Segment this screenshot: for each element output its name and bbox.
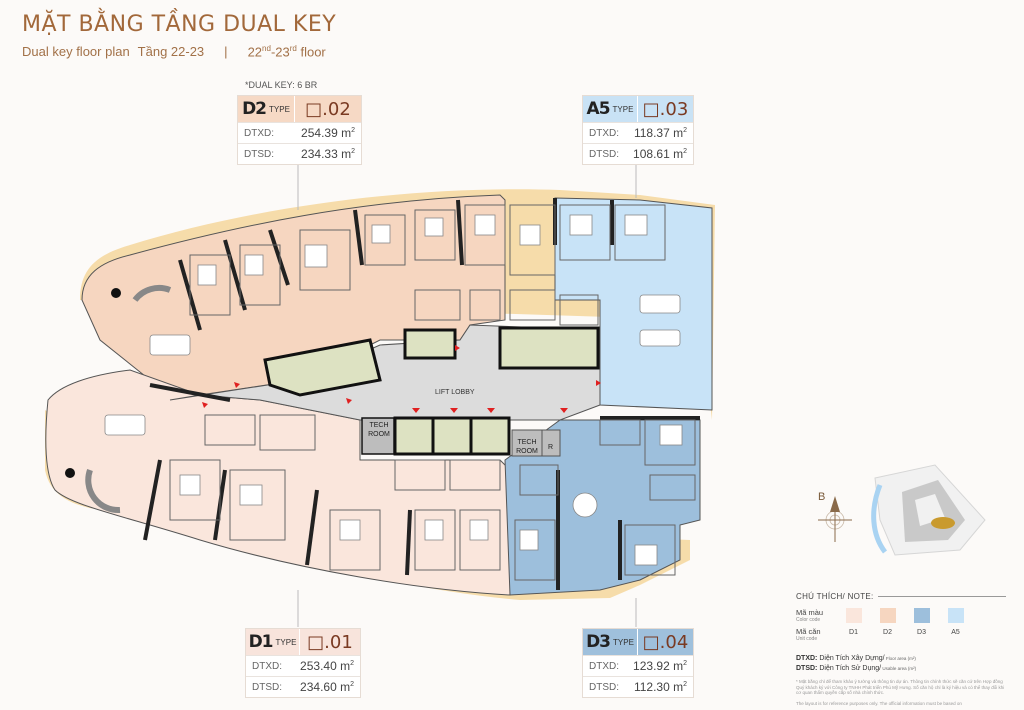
unit-dtsd-row: DTSD:112.30 m2: [583, 676, 693, 697]
legend-disclaimer-vn: * Mặt bằng chỉ để tham khảo ý tưởng và t…: [796, 679, 1005, 695]
legend-swatches: D1 D2 D3 A5: [841, 608, 968, 646]
subtitle-floor-en: 22nd-23rd floor: [247, 44, 326, 60]
unit-code: A5: [586, 99, 611, 119]
unit-type-label: TYPE: [613, 637, 634, 647]
subtitle-floor-vn: Tầng 22-23: [137, 44, 205, 59]
lift-car-2: [431, 416, 473, 456]
key-plan-highlight: [931, 517, 955, 529]
stair-core-left: [263, 338, 382, 397]
page-title: MẶT BẰNG TẦNG DUAL KEY: [22, 12, 337, 37]
unit-number: □.01: [300, 629, 360, 655]
lift-car-3: [469, 416, 511, 456]
unit-number: □.03: [638, 96, 693, 122]
site-key-plan: [871, 464, 986, 556]
unit-dtsd-row: DTSD:234.60 m2: [246, 676, 360, 697]
unit-dtxd-row: DTXD:254.39 m2: [238, 122, 361, 143]
legend-swatch-d1: D1: [841, 608, 866, 646]
unit-dtxd-row: DTXD:118.37 m2: [583, 122, 693, 143]
column-marker-1: [111, 288, 121, 298]
entrance-arrows: [202, 345, 601, 413]
unit-dtxd-row: DTXD:253.40 m2: [246, 655, 360, 676]
unit-code: D3: [586, 632, 611, 652]
unit-number: □.04: [638, 629, 693, 655]
room-outlines: [169, 204, 696, 581]
furniture-living: [85, 284, 681, 518]
unit-type-label: TYPE: [612, 104, 634, 114]
unit-dtsd-row: DTSD:108.61 m2: [583, 143, 693, 164]
legend-definitions: DTXD: Diện Tích Xây Dựng/ Floor area (m²…: [796, 655, 917, 672]
legend-disclaimer-en: The layout is for reference purposes onl…: [796, 700, 962, 706]
column-marker-2: [65, 468, 75, 478]
compass-north-icon: [818, 496, 852, 542]
refuse-room-area: [541, 429, 561, 457]
stair-core-right: [498, 326, 600, 370]
tech-room-2-area: [511, 429, 543, 457]
subtitle-en: Dual key floor plan: [22, 44, 130, 59]
unit-number: □.02: [295, 96, 361, 122]
compass-label: B: [818, 491, 826, 503]
refuse-room-label: R: [548, 444, 554, 451]
unit-code: D1: [248, 632, 274, 652]
dual-key-note: *DUAL KEY: 6 BR: [245, 80, 318, 90]
unit-type-label: TYPE: [275, 637, 297, 647]
page-subtitle: Dual key floor plan Tầng 22-23 | 22nd-23…: [22, 44, 326, 59]
lift-lobby-label: LIFT LOBBY: [435, 389, 475, 396]
unit-d1-area: [45, 369, 511, 596]
unit-code: D2: [242, 99, 267, 119]
lift-lobby-area: [169, 324, 601, 421]
tech-room-1-area: [361, 417, 395, 455]
legend-swatch-d2: D2: [875, 608, 900, 646]
lift-car-1: [393, 416, 435, 456]
unit-type-label: TYPE: [269, 104, 290, 114]
legend-swatch-a5: A5: [943, 608, 968, 646]
subtitle-separator: |: [224, 44, 228, 59]
legend-swatch-d3: D3: [909, 608, 934, 646]
unit-dtsd-row: DTSD:234.33 m2: [238, 143, 361, 164]
furniture-beds: [179, 214, 683, 566]
unit-dtxd-row: DTXD:123.92 m2: [583, 655, 693, 676]
lift-shaft-top: [403, 328, 457, 360]
legend-title: CHÚ THÍCH/ NOTE:: [796, 592, 1006, 601]
